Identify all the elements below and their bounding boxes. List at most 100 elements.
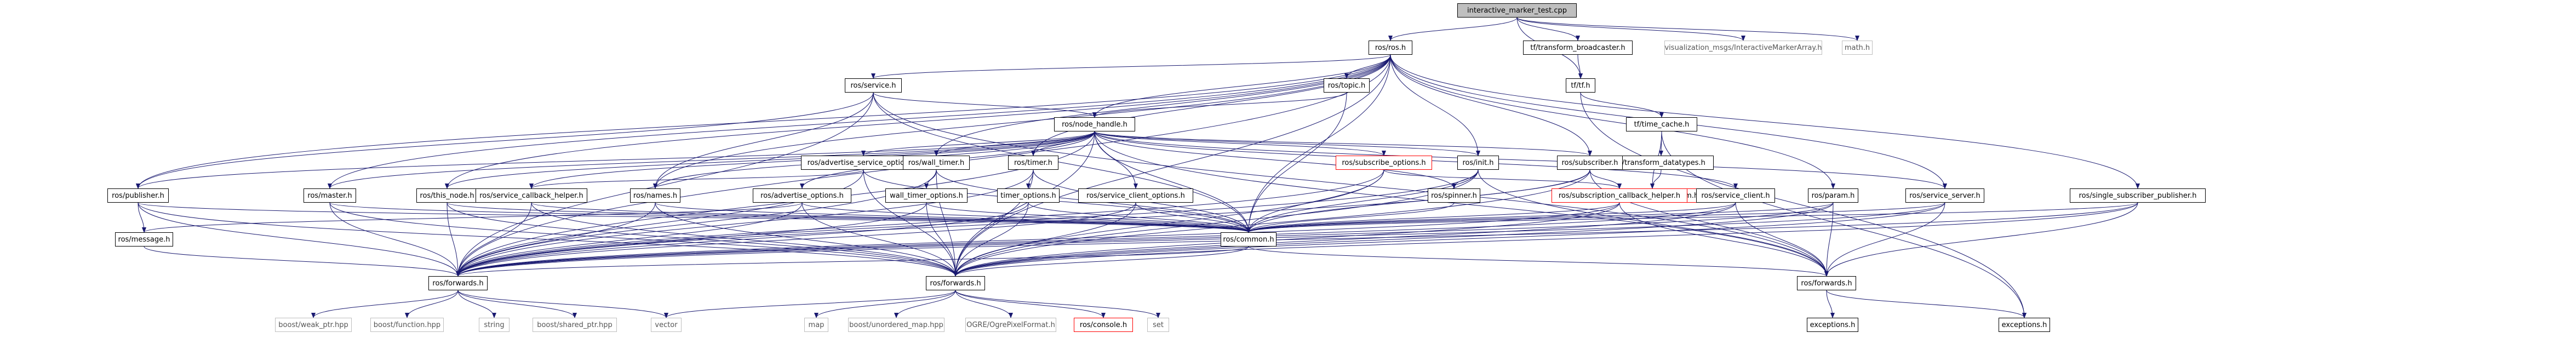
edge-ros-nh-to-ros-so xyxy=(1094,131,1386,156)
edge-ros-ao-to-fwd1 xyxy=(456,202,803,277)
node-ros-wto[interactable]: wall_timer_options.h xyxy=(885,188,968,203)
edge-ros-ss-to-fwd2 xyxy=(953,202,1945,277)
edge-fwd2-to-set xyxy=(955,290,1160,318)
node-tf-br[interactable]: tf/transform_broadcaster.h xyxy=(1523,41,1633,55)
node-ros-param[interactable]: ros/param.h xyxy=(1808,188,1858,203)
edge-ros-nh-to-ros-pub xyxy=(136,131,1095,189)
edge-ros-sub-to-fwd1 xyxy=(456,169,1590,277)
edge-ros-sc-to-fwd2 xyxy=(953,202,1736,277)
node-ros-ros[interactable]: ros/ros.h xyxy=(1369,41,1412,55)
edge-ros-aso-to-fwd2 xyxy=(863,169,958,277)
node-ros-sc[interactable]: ros/service_client.h xyxy=(1696,188,1775,203)
node-ros-spinner[interactable]: ros/spinner.h xyxy=(1428,188,1480,203)
edge-root-to-tf-br xyxy=(1516,17,1580,41)
node-tf-dt[interactable]: tf/transform_datatypes.h xyxy=(1608,156,1714,170)
edge-fwd1-to-func xyxy=(405,290,459,318)
node-map: map xyxy=(804,318,828,332)
node-ros-sco[interactable]: ros/service_client_options.h xyxy=(1078,188,1193,203)
edge-fwd3-to-exc2 xyxy=(1826,290,2027,318)
node-tf-tc[interactable]: tf/time_cache.h xyxy=(1626,117,1697,131)
node-ros-subch[interactable]: ros/subscription_callback_helper.h xyxy=(1552,188,1687,203)
edge-ros-wto-to-fwd1 xyxy=(456,202,927,277)
edge-ros-ros-to-ros-nh xyxy=(1092,54,1391,118)
edge-fwd1-to-shared xyxy=(457,290,577,318)
edge-root-to-math xyxy=(1516,17,1859,41)
node-ros-common[interactable]: ros/common.h xyxy=(1221,232,1276,247)
node-ros-sch[interactable]: ros/service_callback_helper.h xyxy=(476,188,587,203)
edge-ros-nh-to-ros-this xyxy=(445,131,1095,189)
edge-ros-sc-to-ros-common xyxy=(1246,202,1736,233)
edge-ros-topic-to-ros-nh xyxy=(1092,92,1347,118)
edge-fwd2-to-map xyxy=(814,290,956,318)
node-fwd1[interactable]: ros/forwards.h xyxy=(428,276,488,290)
edge-ros-this-to-fwd2 xyxy=(446,202,958,277)
node-fwd3[interactable]: ros/forwards.h xyxy=(1797,276,1856,290)
edge-ros-ss-to-ros-common xyxy=(1246,202,1945,233)
edge-ros-sco-to-fwd1 xyxy=(456,202,1136,277)
node-exc1[interactable]: exceptions.h xyxy=(1807,318,1858,332)
edge-ros-ssp-to-fwd3 xyxy=(1824,202,2138,277)
node-ros-pub[interactable]: ros/publisher.h xyxy=(107,188,169,203)
edge-ros-nh-to-ros-spinner xyxy=(1094,131,1456,189)
edge-ros-ros-to-ros-service xyxy=(871,54,1391,79)
node-exc2[interactable]: exceptions.h xyxy=(1999,318,2050,332)
node-fwd2[interactable]: ros/forwards.h xyxy=(926,276,985,290)
node-tf-tf[interactable]: tf/tf.h xyxy=(1566,78,1595,93)
node-ros-names[interactable]: ros/names.h xyxy=(630,188,680,203)
edge-ros-ros-to-ros-wt xyxy=(934,54,1391,156)
edge-ros-sub-to-ros-subch xyxy=(1589,169,1622,189)
edge-ros-param-to-fwd2 xyxy=(953,202,1834,277)
node-ros-timer[interactable]: ros/timer.h xyxy=(1008,156,1058,170)
edge-ros-param-to-fwd3 xyxy=(1824,202,1834,277)
edge-fwd2-to-console xyxy=(955,290,1106,318)
edge-ros-so-to-ros-subch xyxy=(1383,169,1622,189)
edge-fwd1-to-vector xyxy=(457,290,668,318)
edge-ros-service-to-fwd1 xyxy=(456,92,874,277)
node-ros-nh[interactable]: ros/node_handle.h xyxy=(1054,117,1135,131)
node-ros-ao[interactable]: ros/advertise_options.h xyxy=(753,188,851,203)
edge-ros-sc-to-fwd1 xyxy=(456,202,1736,277)
node-ros-ss[interactable]: ros/service_server.h xyxy=(1905,188,1984,203)
edge-ros-ros-to-ros-sub xyxy=(1390,54,1592,156)
edge-fwd3-to-exc1 xyxy=(1826,290,1835,318)
edge-ros-ros-to-ros-param xyxy=(1390,54,1835,189)
edge-ros-service-to-ros-names xyxy=(653,92,874,189)
node-set: set xyxy=(1147,318,1169,332)
edge-ros-spinner-to-ros-common xyxy=(1246,202,1455,233)
node-ros-sub[interactable]: ros/subscriber.h xyxy=(1557,156,1623,170)
node-ros-ssp[interactable]: ros/single_subscriber_publisher.h xyxy=(2070,188,2206,203)
edge-ros-nh-to-ros-master xyxy=(328,131,1095,189)
node-ros-init[interactable]: ros/init.h xyxy=(1457,156,1499,170)
node-ros-master[interactable]: ros/master.h xyxy=(304,188,356,203)
node-ros-message[interactable]: ros/message.h xyxy=(115,232,173,247)
node-console[interactable]: ros/console.h xyxy=(1074,318,1133,332)
node-ros-wt[interactable]: ros/wall_timer.h xyxy=(903,156,970,170)
node-ros-to[interactable]: timer_options.h xyxy=(997,188,1060,203)
edge-ros-to-to-fwd1 xyxy=(456,202,1029,277)
edge-ros-ss-to-fwd1 xyxy=(456,202,1945,277)
edge-tf-dt-to-tf-lm xyxy=(1650,169,1662,189)
node-ros-service[interactable]: ros/service.h xyxy=(845,78,902,93)
edge-ros-timer-to-fwd2 xyxy=(953,169,1034,277)
edge-ros-common-to-fwd2 xyxy=(953,246,1249,277)
edge-ros-sch-to-fwd1 xyxy=(456,202,532,277)
node-func: boost/function.hpp xyxy=(370,318,444,332)
edge-ros-pub-to-ros-message xyxy=(138,202,146,233)
node-string: string xyxy=(479,318,510,332)
edge-ros-ssp-to-fwd2 xyxy=(953,202,2138,277)
node-ros-this[interactable]: ros/this_node.h xyxy=(416,188,478,203)
edge-ros-sc-to-fwd3 xyxy=(1735,202,1829,277)
node-ros-so[interactable]: ros/subscribe_options.h xyxy=(1336,156,1432,170)
edge-ros-ao-to-fwd2 xyxy=(802,202,958,277)
edge-ros-common-to-fwd1 xyxy=(456,246,1249,277)
node-root: interactive_marker_test.cpp xyxy=(1457,3,1577,18)
edge-ros-names-to-fwd1 xyxy=(456,202,656,277)
edge-ros-to-to-ros-common xyxy=(1028,202,1251,233)
edge-tf-tf-to-tf-tc xyxy=(1580,92,1664,118)
edge-ros-nh-to-fwd3 xyxy=(1094,131,1829,277)
node-umap: boost/unordered_map.hpp xyxy=(848,318,944,332)
node-vector: vector xyxy=(651,318,682,332)
node-ros-topic[interactable]: ros/topic.h xyxy=(1324,78,1370,93)
edge-ros-names-to-fwd2 xyxy=(655,202,958,277)
